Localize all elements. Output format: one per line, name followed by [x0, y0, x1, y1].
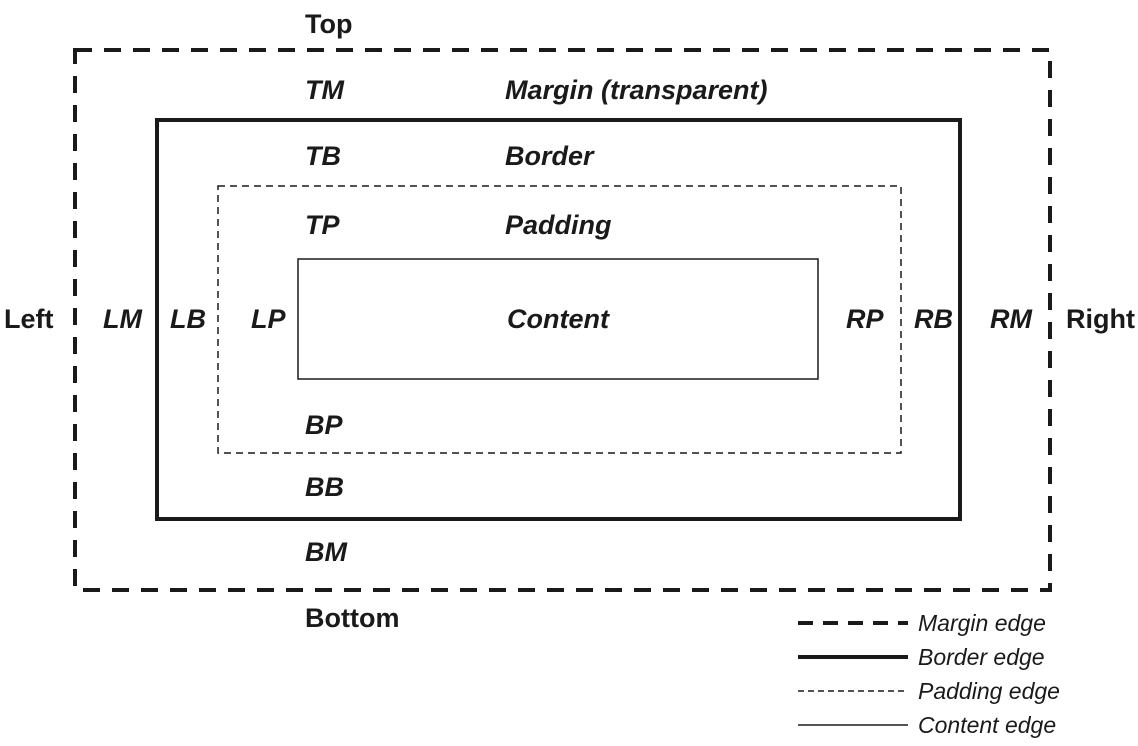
legend-padding-label: Padding edge [918, 678, 1060, 704]
border-top-label: TB [305, 141, 341, 171]
padding-top-label: TP [305, 210, 340, 240]
margin-top-label: TM [305, 75, 344, 105]
padding-bottom-label: BP [305, 410, 343, 440]
padding-title-label: Padding [505, 210, 612, 240]
border-left-label: LB [170, 304, 206, 334]
border-bottom-label: BB [305, 472, 344, 502]
legend-margin-label: Margin edge [918, 610, 1046, 636]
border-right-label: RB [914, 304, 953, 334]
top-label: Top [305, 9, 352, 39]
padding-right-label: RP [846, 304, 884, 334]
margin-title-label: Margin (transparent) [505, 75, 768, 105]
margin-edge [73, 48, 1052, 592]
content-edge [297, 258, 819, 380]
legend-border-label: Border edge [918, 644, 1045, 670]
margin-bottom-label: BM [305, 537, 347, 567]
bottom-label: Bottom [305, 603, 399, 633]
legend: Margin edge Border edge Padding edge Con… [798, 610, 1060, 738]
padding-left-label: LP [251, 304, 286, 334]
right-label: Right [1066, 304, 1135, 334]
border-title-label: Border [505, 141, 595, 171]
left-label: Left [4, 304, 54, 334]
margin-right-label: RM [990, 304, 1032, 334]
legend-content-label: Content edge [918, 712, 1056, 738]
content-label: Content [507, 304, 610, 334]
border-edge [155, 118, 962, 521]
margin-left-label: LM [103, 304, 142, 334]
padding-edge [217, 185, 902, 454]
